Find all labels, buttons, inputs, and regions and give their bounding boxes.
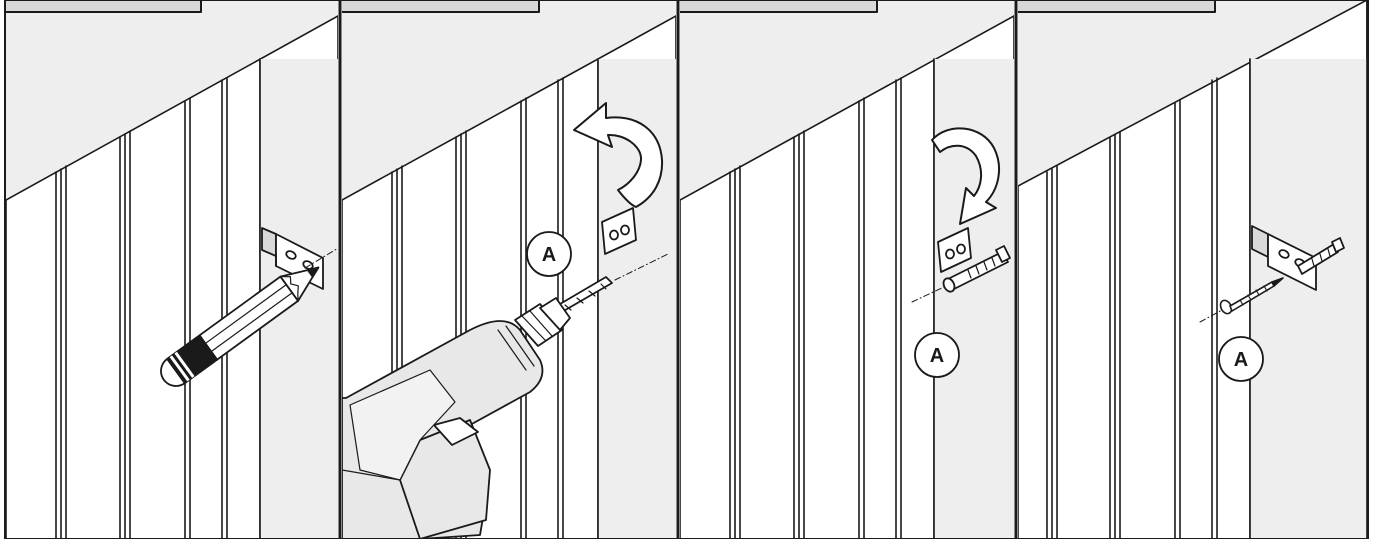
step-3-panel: A <box>679 0 1014 539</box>
top-label-box <box>341 0 539 12</box>
step-1-panel <box>5 0 345 539</box>
part-callout-a: A <box>527 232 571 276</box>
wall-frame-strip <box>1250 59 1367 539</box>
part-callout-a: A <box>915 333 959 377</box>
step-4-panel: A <box>1017 0 1367 539</box>
svg-text:A: A <box>542 244 556 266</box>
part-callout-a: A <box>1219 337 1263 381</box>
top-label-box <box>679 0 877 12</box>
svg-text:A: A <box>930 345 944 367</box>
step-2-panel: A <box>341 0 676 539</box>
svg-text:A: A <box>1234 349 1248 371</box>
top-label-box <box>5 0 201 12</box>
top-label-box <box>1017 0 1215 12</box>
